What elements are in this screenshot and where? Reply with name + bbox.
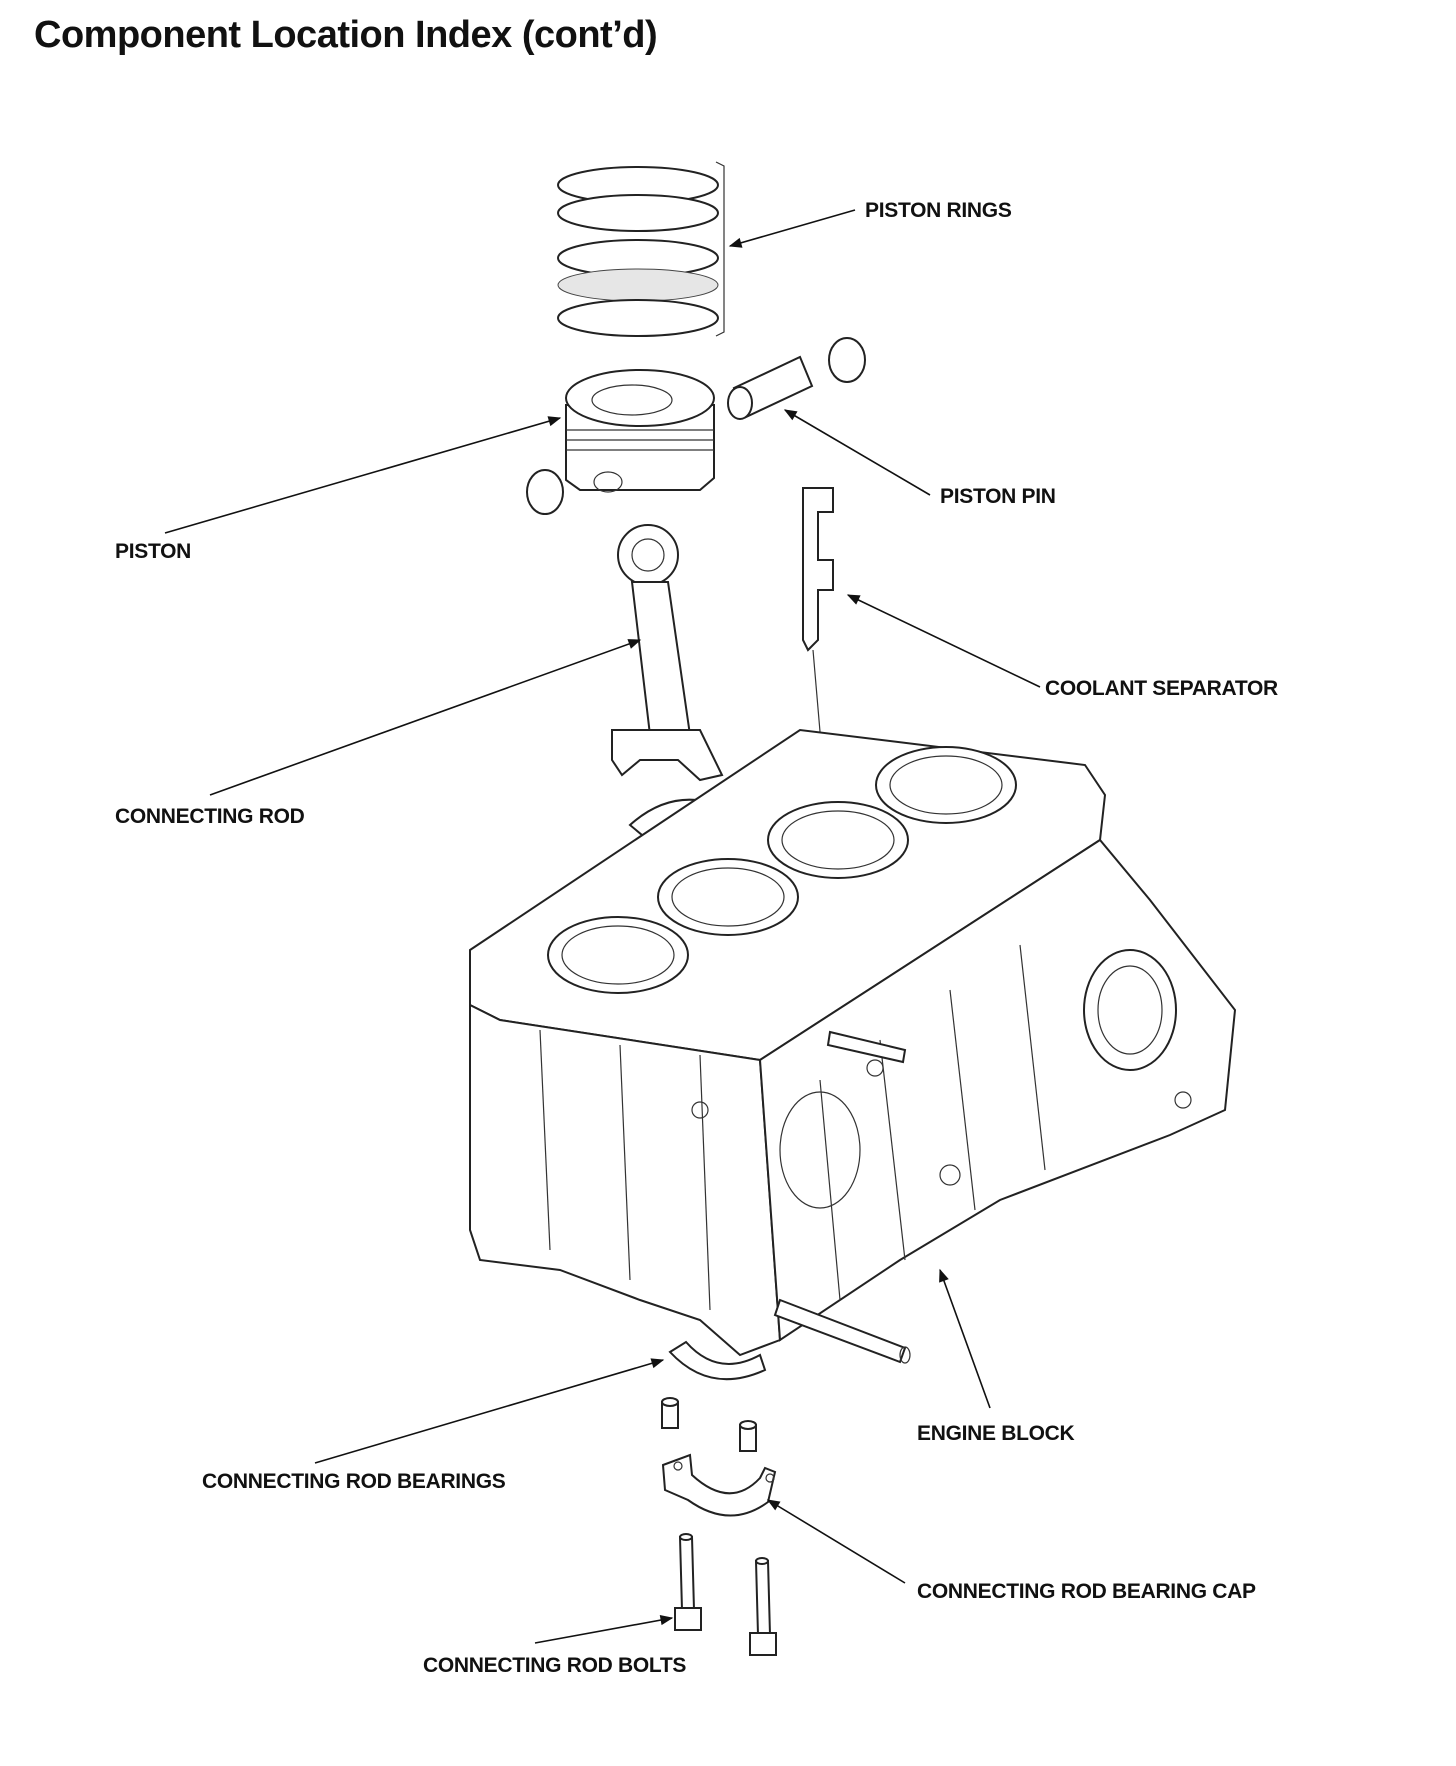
- bearing-cap-part: [661, 1453, 777, 1517]
- dowel-pins-part: [661, 1397, 757, 1452]
- leader-connecting-rod-bearings: [314, 1358, 665, 1464]
- leader-engine-block: [939, 1268, 991, 1409]
- label-coolant-separator: COOLANT SEPARATOR: [1045, 677, 1278, 700]
- piston-part: [565, 369, 715, 493]
- lower-rod-bearing-part: [668, 1340, 767, 1381]
- leader-coolant-separator: [846, 594, 1041, 688]
- leader-connecting-rod: [209, 639, 642, 796]
- leader-connecting-rod-bolts: [534, 1615, 674, 1644]
- engine-block-part: [469, 728, 1237, 1364]
- piston-rings-part: [557, 161, 725, 337]
- label-piston: PISTON: [115, 540, 191, 563]
- leader-piston: [164, 416, 562, 534]
- label-connecting-rod-bolts: CONNECTING ROD BOLTS: [423, 1654, 686, 1677]
- connecting-rod-bolts-part: [674, 1533, 777, 1656]
- piston-pin-part: [727, 355, 814, 420]
- label-piston-rings: PISTON RINGS: [865, 199, 1012, 222]
- label-connecting-rod-bearing-cap: CONNECTING ROD BEARING CAP: [917, 1580, 1256, 1603]
- label-connecting-rod: CONNECTING ROD: [115, 805, 305, 828]
- coolant-separator-part: [802, 487, 834, 756]
- page-title: Component Location Index (cont’d): [34, 14, 658, 56]
- leader-piston-rings: [728, 209, 856, 248]
- connecting-rod-part: [611, 524, 724, 782]
- piston-pin-clip-left: [526, 469, 564, 515]
- label-piston-pin: PISTON PIN: [940, 485, 1056, 508]
- piston-pin-clip-right: [828, 337, 866, 383]
- label-connecting-rod-bearings: CONNECTING ROD BEARINGS: [202, 1470, 506, 1493]
- leader-piston-pin: [783, 409, 931, 496]
- leader-connecting-rod-bearing-cap: [766, 1499, 906, 1584]
- label-engine-block: ENGINE BLOCK: [917, 1422, 1075, 1445]
